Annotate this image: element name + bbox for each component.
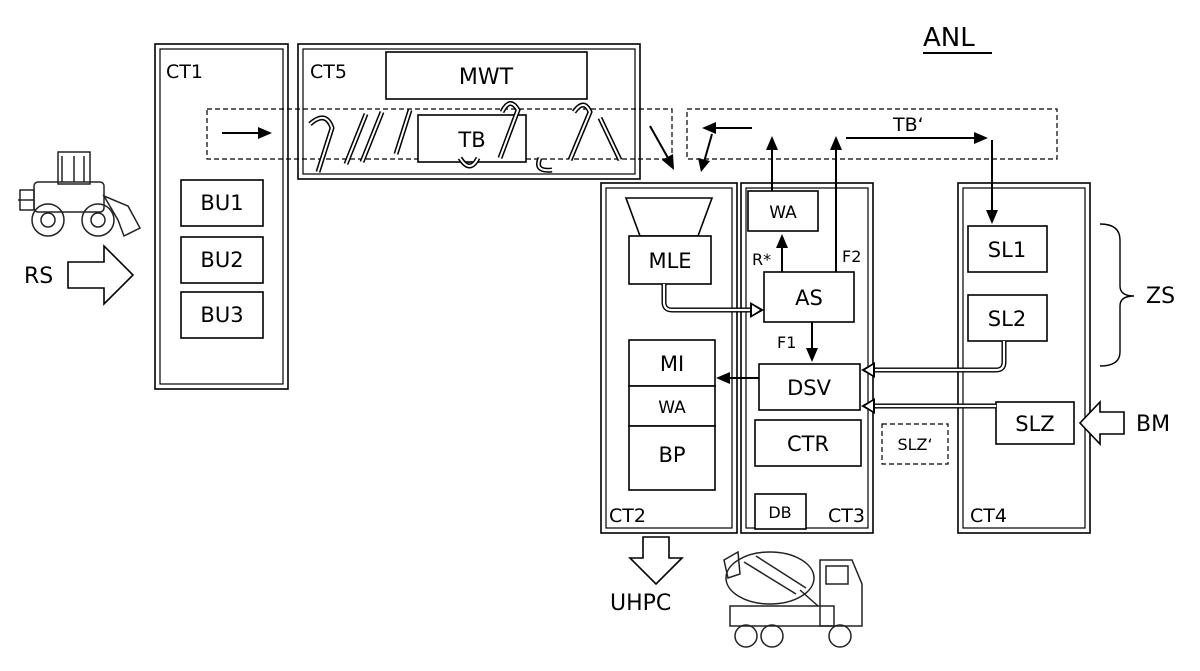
unit-bu3: BU3 <box>200 303 243 327</box>
container-ct5: CT5 <box>297 43 641 180</box>
output-uhpc-label: UHPC <box>610 591 671 616</box>
input-bm-label: BM <box>1136 412 1170 437</box>
container-ct4: CT4 <box>957 182 1091 534</box>
pipe-slz-to-dsv <box>861 398 996 414</box>
ct1-label: CT1 <box>166 61 203 83</box>
input-rs-arrow <box>67 244 135 306</box>
pipe-mle-to-as <box>661 284 764 318</box>
conveyor-zone-right <box>686 108 1058 160</box>
flow-arrow-as-to-wa <box>776 234 788 272</box>
unit-tb-prime: TB‘ <box>892 114 924 136</box>
brace-zs <box>1099 223 1135 367</box>
unit-ctr: CTR <box>787 432 829 456</box>
flow-arrow-tb-right <box>846 132 988 144</box>
brace-zs-label: ZS <box>1146 284 1175 309</box>
unit-as: AS <box>795 286 823 310</box>
unit-sl1: SL1 <box>988 238 1026 262</box>
unit-slz: SLZ <box>1015 412 1054 436</box>
flow-arrow-to-ct2 <box>649 125 674 170</box>
flow-arrow-wa-up <box>766 136 778 191</box>
input-rs-label: RS <box>24 264 53 289</box>
diagram-title: ANL <box>923 23 975 53</box>
pipe-sl2-to-dsv <box>861 341 1007 378</box>
flow-arrow-tb-left <box>702 122 752 134</box>
output-uhpc-arrow <box>628 536 684 586</box>
container-ct2: CT2 <box>600 182 738 534</box>
concrete-mixer-truck-icon <box>723 550 863 648</box>
container-ct3: CT3 <box>740 182 874 534</box>
flow-arrow-dsv-to-mi <box>716 372 759 384</box>
unit-slz-prime-box <box>881 423 949 465</box>
ct2-label: CT2 <box>609 505 646 527</box>
unit-wa-ct3: WA <box>769 203 797 223</box>
flow-arrow-f2-up <box>830 136 842 272</box>
unit-bu2: BU2 <box>200 248 243 272</box>
unit-bp: BP <box>658 443 685 467</box>
unit-tb: TB <box>457 128 485 152</box>
ct5-label: CT5 <box>310 61 347 83</box>
wheel-loader-icon <box>18 151 142 238</box>
ct3-label: CT3 <box>828 505 865 527</box>
unit-sl2: SL2 <box>988 307 1026 331</box>
flow-arrow-tb-down-ct2 <box>698 133 713 172</box>
container-ct1: CT1 <box>154 43 289 390</box>
flow-arrow-ct1 <box>222 127 272 139</box>
flow-arrow-tb-to-sl1 <box>986 140 998 224</box>
unit-bu1: BU1 <box>200 191 243 215</box>
flow-label-f1: F1 <box>777 333 796 352</box>
input-bm-arrow <box>1078 400 1125 446</box>
unit-slz-prime: SLZ‘ <box>897 435 932 454</box>
unit-db: DB <box>768 503 791 522</box>
ct4-label: CT4 <box>970 505 1007 527</box>
unit-mle: MLE <box>648 249 691 273</box>
unit-wa-ct2: WA <box>658 398 686 418</box>
screw-conveyor-icon <box>308 101 623 173</box>
unit-dsv: DSV <box>787 376 832 400</box>
unit-mi: MI <box>660 352 684 376</box>
mixer-hopper <box>624 197 714 237</box>
flow-label-r-star: R* <box>752 250 771 269</box>
flow-arrow-as-to-dsv <box>806 322 818 362</box>
unit-mwt: MWT <box>459 65 514 90</box>
flow-label-f2: F2 <box>842 247 861 266</box>
